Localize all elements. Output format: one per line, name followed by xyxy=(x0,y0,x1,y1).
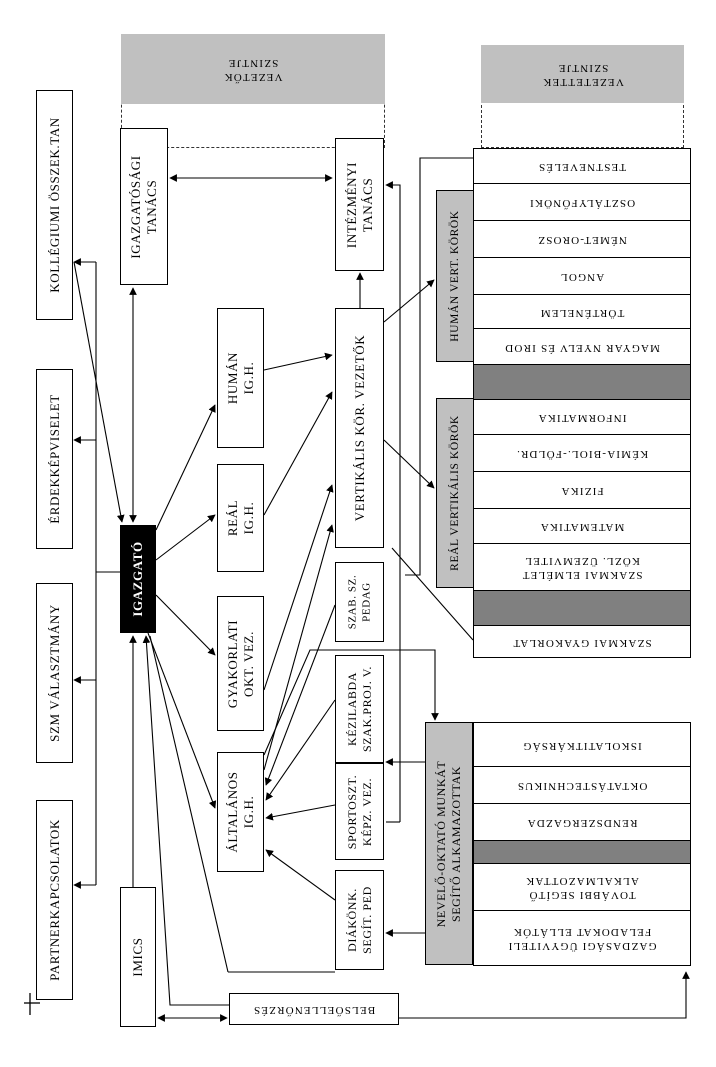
szab-box: SZAB. SZ. PEDAG xyxy=(335,562,384,642)
arrow-alt xyxy=(147,632,217,809)
real-list-item: MATEMATIKA xyxy=(473,508,691,544)
belso-box: BELSŐELLENŐRZÉS xyxy=(229,993,399,1025)
arrow-kezi-alt xyxy=(265,699,336,801)
leaders-level-label: VEZETŐK SZINTJE xyxy=(121,34,385,104)
separator-bar xyxy=(473,590,691,626)
staff-list-item: ISKOLATITKÁRSÁG xyxy=(473,722,691,767)
igazgato-box: IGAZGATÓ xyxy=(120,525,156,633)
kezilabda-box: KÉZILABDA SZAK.PROJ. V. xyxy=(335,655,384,763)
arrow-vert-real xyxy=(383,439,435,489)
arrow-diak-alt xyxy=(265,849,336,901)
arrow-gyak-nevelo xyxy=(263,649,439,756)
human-vert-box: HUMÁN VERT. KÖRÖK xyxy=(436,190,474,362)
led-level-label: VEZETETTEK SZINTJE xyxy=(481,45,684,103)
kollegiumi-box: KOLLÉGIUMI ÖSSZEK.TAN xyxy=(36,90,73,320)
human-list-item: ANGOL xyxy=(473,257,691,295)
arrow-testneveles xyxy=(405,157,473,576)
human-list-item: TÖRTÉNELEM xyxy=(473,294,691,329)
arrow-gyak-vert xyxy=(263,484,334,691)
human-ig-box: HUMÁN IG.H. xyxy=(217,308,264,448)
real-list-item: KÉMIA-BIOL.-FÖLDR. xyxy=(473,434,691,472)
real-list-item: SZAKMAI ELMÉLET KÖZL. ÜZEMVITEL xyxy=(473,543,691,591)
real-ig-box: REÁL IG.H. xyxy=(217,464,264,572)
arrow-kollegiumi-igazgato xyxy=(73,261,125,523)
arrow-to-it xyxy=(385,181,401,822)
human-list-item: MAGYAR NYELV ÉS IROD xyxy=(473,328,691,365)
altalanos-box: ÁLTALÁNOS IG.H. xyxy=(217,752,264,872)
arrow-vert-human xyxy=(383,279,435,323)
arrow-belso-right xyxy=(399,971,690,1019)
arrow-belso xyxy=(142,635,229,1006)
szakmai-gyak-item: SZAKMAI GYAKORLAT xyxy=(473,625,691,658)
vertikalis-box: VERTIKÁLIS KÖR. VEZETŐK xyxy=(335,308,384,548)
diakonk-box: DIÁKÖNK. SEGÍT. PED xyxy=(335,870,384,970)
gyakorlati-box: GYAKORLATI OKT. VEZ. xyxy=(217,596,264,731)
szm-box: SZM VÁLASZTMÁNY xyxy=(36,583,73,763)
human-list-item: TESTNEVELÉS xyxy=(473,148,691,184)
staff-list-item: TOVÁBBI SEGÍTŐ ALKALMAZOTTAK xyxy=(473,863,691,911)
nevelo-box: NEVELŐ-OKTATÓ MUNKÁT SEGÍTŐ ALKAMAZOTTAK xyxy=(425,722,473,965)
intezmenyi-box: INTÉZMÉNYI TANÁCS xyxy=(335,138,384,271)
separator-bar xyxy=(473,840,691,864)
arrow-sport-alt xyxy=(265,804,336,821)
line-diak-igazgato2 xyxy=(149,635,229,973)
arrow-real-vert xyxy=(263,391,333,516)
arrow-human-vert xyxy=(263,352,333,371)
staff-list-item: GAZDASÁGI ÜGYVITELI FELADOKAT ELLÁTÓK xyxy=(473,910,691,966)
human-list-item: OSZTÁLYFŐNÖKI xyxy=(473,183,691,221)
arrow-real xyxy=(155,514,216,561)
arrow-human xyxy=(155,404,216,531)
igazgatosagi-box: IGAZGATÓSÁGI TANÁCS xyxy=(120,128,168,285)
partner-box: PARTNERKAPCSOLATOK xyxy=(36,800,73,1000)
arrow-szab-alt xyxy=(264,604,336,786)
imics-box: IMICS xyxy=(120,887,156,1027)
sportoszt-box: SPORTOSZT. KÉPZ. VEZ. xyxy=(335,763,384,860)
erdekkepviselet-box: ÉRDEKKÉPVISELET xyxy=(36,369,73,549)
line-szakmai-vert xyxy=(391,547,474,641)
arrow-gyak xyxy=(155,594,216,656)
arrow-alt-vert xyxy=(263,524,334,771)
